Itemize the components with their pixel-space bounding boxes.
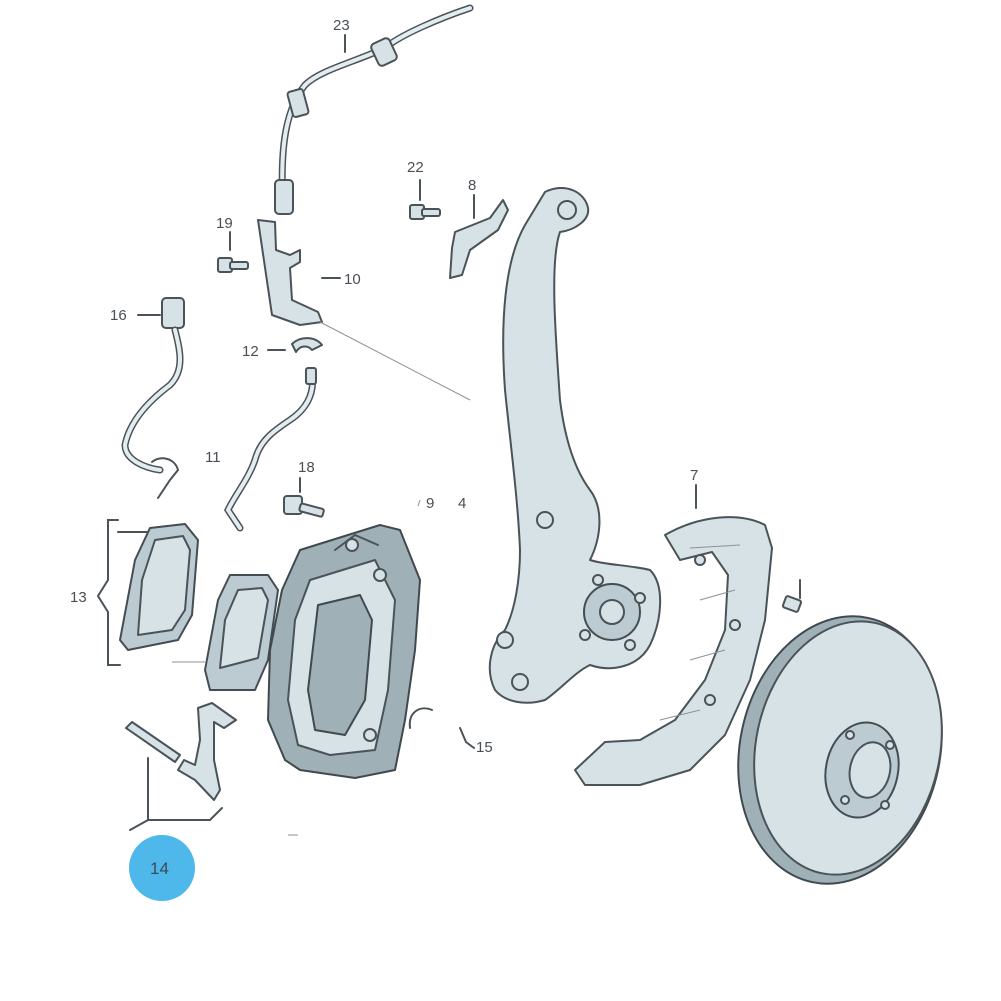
disc-screw xyxy=(781,579,803,613)
callout-8: 8 xyxy=(468,177,476,194)
bracket-10 xyxy=(257,219,471,401)
bracket-8 xyxy=(449,194,509,279)
brake-hose-23 xyxy=(274,4,474,215)
callout-18: 18 xyxy=(298,459,315,476)
callout-14: 14 xyxy=(150,859,169,878)
splash-shield-7 xyxy=(574,484,773,786)
pin-and-spring-14 xyxy=(125,702,298,836)
clip-12 xyxy=(267,337,323,353)
highlight-circle-14 xyxy=(129,835,195,901)
brake-pads-13 xyxy=(96,519,279,691)
callout-22: 22 xyxy=(407,159,424,176)
wear-sensor-16 xyxy=(121,297,185,499)
callout-7: 7 xyxy=(690,467,698,484)
callout-16: 16 xyxy=(110,307,127,324)
callout-15: 15 xyxy=(476,739,493,756)
brake-disc xyxy=(737,615,943,885)
callout-9: 9 xyxy=(426,495,434,512)
clip-15 xyxy=(408,707,475,749)
callout-10: 10 xyxy=(344,271,361,288)
callout-12: 12 xyxy=(242,343,259,360)
callout-4: 4 xyxy=(458,495,466,512)
bolt-22 xyxy=(409,179,441,220)
callout-19: 19 xyxy=(216,215,233,232)
callout-11: 11 xyxy=(205,449,221,466)
brake-caliper xyxy=(267,524,421,779)
steering-knuckle-4 xyxy=(417,187,662,704)
bolt-19 xyxy=(217,231,249,273)
bolt-18 xyxy=(283,477,325,518)
brake-line-11 xyxy=(223,367,317,532)
callout-23: 23 xyxy=(333,17,350,34)
callout-13: 13 xyxy=(70,589,87,606)
